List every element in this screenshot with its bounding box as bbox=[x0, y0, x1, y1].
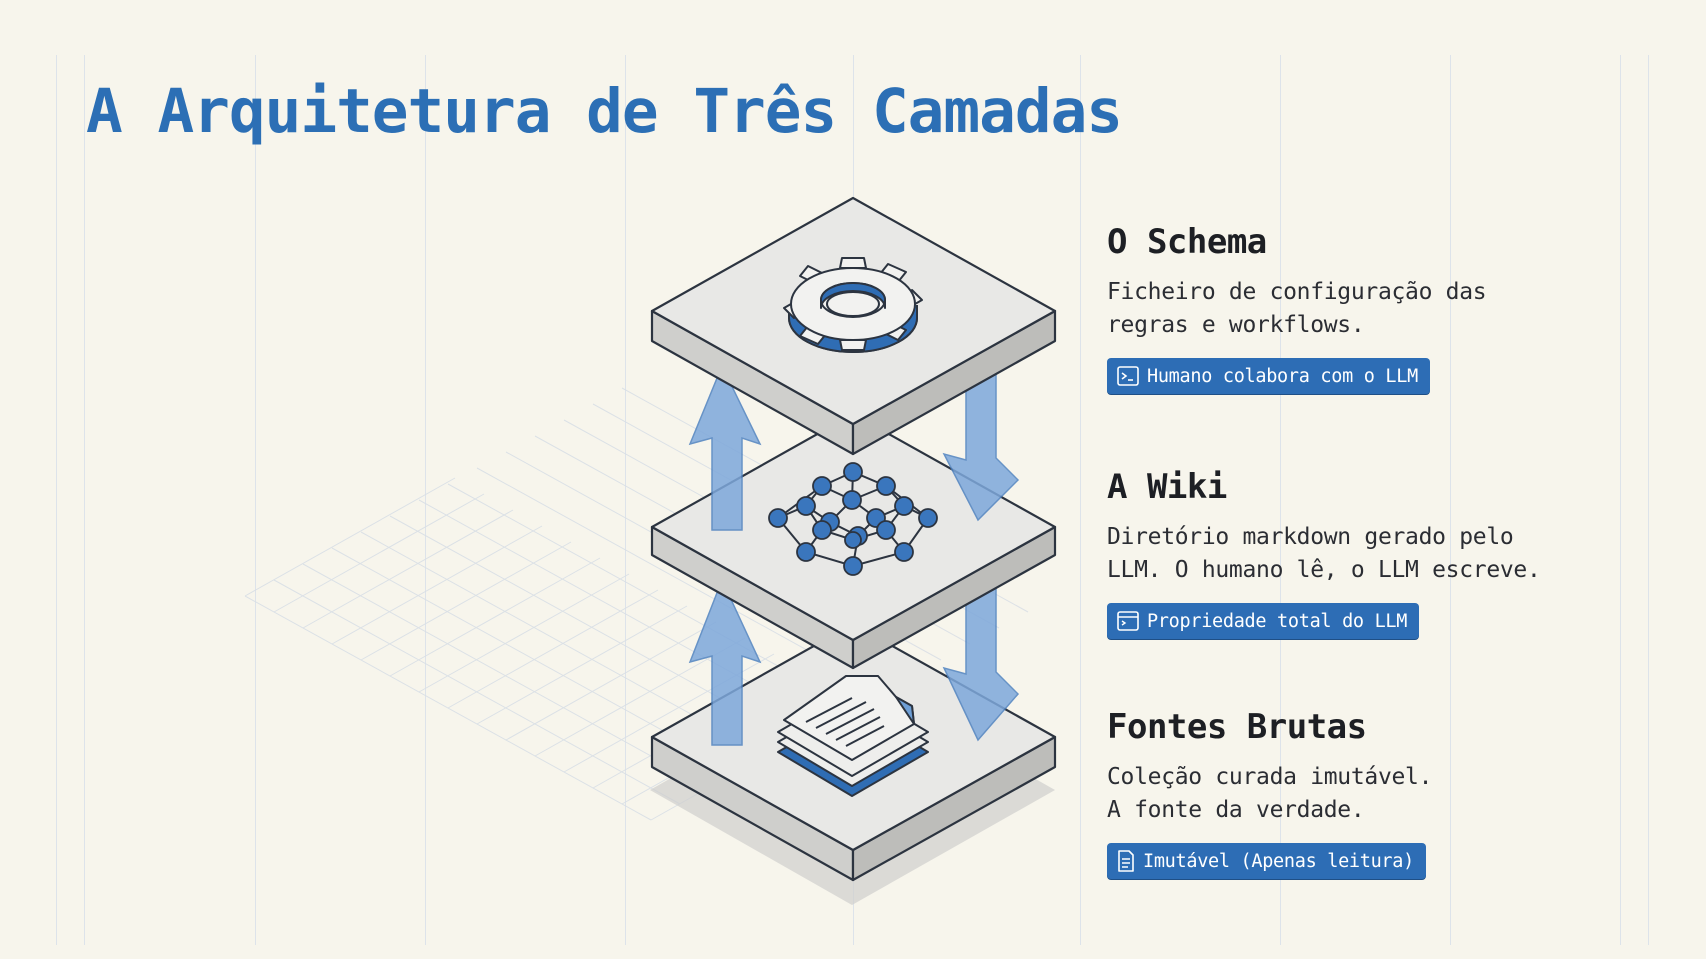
document-stack-icon bbox=[777, 675, 929, 797]
arrow-down-upper bbox=[942, 371, 1020, 522]
layer-description: Ficheiro de configuração das regras e wo… bbox=[1107, 279, 1487, 338]
layer-badge: Humano colabora com o LLM bbox=[1107, 358, 1430, 394]
guide-line bbox=[1648, 55, 1649, 945]
guide-line bbox=[255, 55, 256, 945]
guide-line bbox=[1450, 55, 1451, 945]
badge-label: Propriedade total do LLM bbox=[1147, 610, 1408, 632]
guide-line bbox=[425, 55, 426, 945]
guide-line bbox=[1080, 55, 1081, 945]
layer-badge: Imutável (Apenas leitura) bbox=[1107, 843, 1426, 879]
arrow-down-lower bbox=[942, 582, 1020, 742]
gear-icon bbox=[783, 257, 923, 353]
badge-label: Imutável (Apenas leitura) bbox=[1143, 850, 1414, 872]
layer-title: Fontes Brutas bbox=[1107, 707, 1367, 747]
layer-info-wiki: A Wiki Diretório markdown gerado pelo LL… bbox=[1107, 467, 1687, 639]
layer-a-wiki bbox=[650, 412, 1057, 670]
layer-title: O Schema bbox=[1107, 222, 1267, 262]
badge-label: Humano colabora com o LLM bbox=[1147, 365, 1418, 387]
arrow-up-lower bbox=[688, 578, 762, 746]
layer-badge: Propriedade total do LLM bbox=[1107, 603, 1420, 639]
guide-line bbox=[84, 55, 85, 945]
guide-line bbox=[625, 55, 626, 945]
layer-description: Coleção curada imutável. A fonte da verd… bbox=[1107, 764, 1433, 823]
document-icon bbox=[1118, 850, 1134, 872]
arrow-up-upper bbox=[688, 364, 762, 531]
layer-title: A Wiki bbox=[1107, 467, 1227, 507]
layer-info-schema: O Schema Ficheiro de configuração das re… bbox=[1107, 222, 1687, 394]
layer-description: Diretório markdown gerado pelo LLM. O hu… bbox=[1107, 524, 1541, 583]
slide-title: A Arquitetura de Três Camadas bbox=[86, 76, 1123, 147]
guide-line bbox=[56, 55, 57, 945]
window-icon bbox=[1117, 611, 1139, 631]
network-graph-icon bbox=[768, 462, 938, 576]
guide-line bbox=[1280, 55, 1281, 945]
guide-line bbox=[1620, 55, 1621, 945]
layer-info-fontes: Fontes Brutas Coleção curada imutável. A… bbox=[1107, 707, 1687, 879]
terminal-icon bbox=[1117, 366, 1139, 386]
